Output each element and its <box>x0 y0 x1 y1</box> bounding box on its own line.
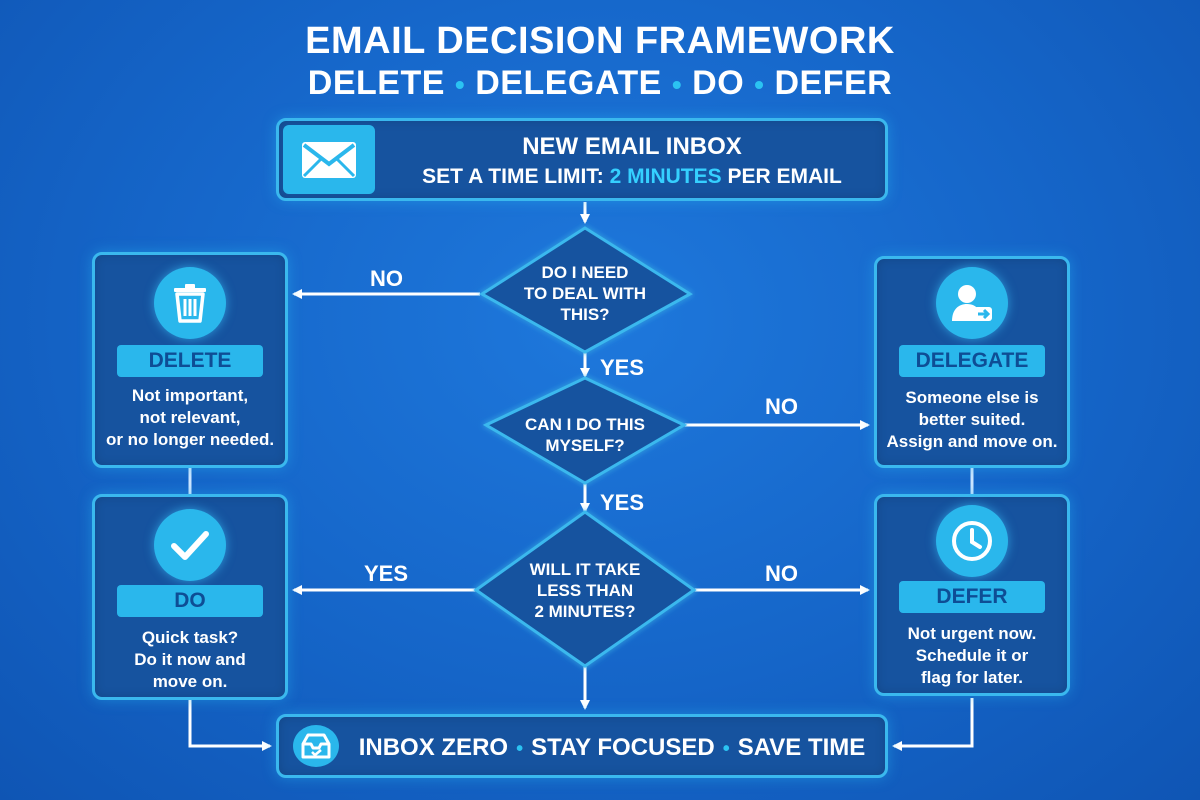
decision-3-line: 2 MINUTES? <box>534 602 636 621</box>
decision-1-line: THIS? <box>560 305 610 324</box>
delete-desc-line: or no longer needed. <box>105 430 275 449</box>
delegate-desc-line: Assign and move on. <box>886 432 1058 451</box>
subtitle-separator: • <box>754 69 765 100</box>
decision-1-line: DO I NEED <box>541 263 629 282</box>
delegate-desc-line: better suited. <box>918 410 1026 429</box>
delete-desc-line: Not important, <box>131 386 249 405</box>
label-q1-yes: YES <box>600 355 645 380</box>
label-q3-no: NO <box>765 561 798 586</box>
delete-label: DELETE <box>117 345 263 377</box>
delete-box: DELETE Not important, not relevant, or n… <box>92 252 288 468</box>
delegate-label: DELEGATE <box>899 345 1045 377</box>
subtitle-do: DO <box>692 64 745 102</box>
defer-box: DEFER Not urgent now. Schedule it or fla… <box>874 494 1070 696</box>
inbox-zero-footer: INBOX ZERO • STAY FOCUSED • SAVE TIME <box>276 714 888 778</box>
decision-3-line: WILL IT TAKE <box>529 560 641 579</box>
subtitle-delete: DELETE <box>307 64 445 102</box>
delete-desc-line: not relevant, <box>139 408 241 427</box>
label-q2-yes: YES <box>600 490 645 515</box>
delegate-desc-line: Someone else is <box>905 388 1039 407</box>
page-subtitle: DELETE • DELEGATE • DO • DEFER <box>0 64 1200 103</box>
label-q2-no: NO <box>765 394 798 419</box>
decision-2-line: MYSELF? <box>545 436 625 455</box>
do-box: DO Quick task? Do it now and move on. <box>92 494 288 700</box>
footer-item-save-time: SAVE TIME <box>737 734 866 761</box>
inbox-tray-icon <box>293 725 339 767</box>
label-q3-yes: YES <box>364 561 409 586</box>
subtitle-separator: • <box>454 69 466 100</box>
user-forward-icon <box>936 267 1008 339</box>
footer-separator: • <box>722 738 730 760</box>
subtitle-defer: DEFER <box>774 64 893 102</box>
time-limit-suffix: PER EMAIL <box>721 165 842 188</box>
new-email-inbox-box: NEW EMAIL INBOX SET A TIME LIMIT: 2 MINU… <box>276 118 888 201</box>
decision-2-line: CAN I DO THIS <box>525 415 645 434</box>
delegate-box: DELEGATE Someone else is better suited. … <box>874 256 1070 468</box>
connector-do-to-footer <box>188 698 272 751</box>
trash-icon <box>154 267 226 339</box>
defer-description: Not urgent now. Schedule it or flag for … <box>883 623 1061 689</box>
defer-desc-line: Schedule it or <box>915 646 1029 665</box>
delete-description: Not important, not relevant, or no longe… <box>101 385 279 451</box>
subtitle-separator: • <box>671 69 683 100</box>
decision-diamond-2 <box>482 376 688 485</box>
decision-1-text: DO I NEED TO DEAL WITH THIS? <box>505 262 665 325</box>
decision-diamond-3 <box>473 510 697 668</box>
label-q1-no: NO <box>370 266 403 291</box>
do-desc-line: Quick task? <box>141 628 239 647</box>
decision-2-text: CAN I DO THIS MYSELF? <box>505 414 665 456</box>
clock-icon <box>936 505 1008 577</box>
page-title: EMAIL DECISION FRAMEWORK <box>305 20 895 62</box>
decision-diamond-1 <box>479 226 693 354</box>
defer-desc-line: Not urgent now. <box>907 624 1037 643</box>
defer-desc-line: flag for later. <box>920 668 1024 687</box>
footer-text: INBOX ZERO • STAY FOCUSED • SAVE TIME <box>349 734 875 762</box>
connector-defer-to-footer <box>892 698 974 751</box>
time-limit-prefix: SET A TIME LIMIT: <box>422 165 610 188</box>
footer-separator: • <box>516 738 524 760</box>
do-desc-line: Do it now and <box>134 650 246 669</box>
do-description: Quick task? Do it now and move on. <box>101 627 279 693</box>
envelope-icon <box>283 125 375 194</box>
footer-item-inbox-zero: INBOX ZERO <box>358 734 509 761</box>
subtitle-delegate: DELEGATE <box>475 64 662 102</box>
do-desc-line: move on. <box>152 672 228 691</box>
delegate-description: Someone else is better suited. Assign an… <box>883 387 1061 453</box>
time-limit-highlight: 2 MINUTES <box>609 165 722 188</box>
defer-label: DEFER <box>899 581 1045 613</box>
inbox-title: NEW EMAIL INBOX <box>522 133 742 160</box>
checkmark-icon <box>154 509 226 581</box>
do-label: DO <box>117 585 263 617</box>
footer-item-stay-focused: STAY FOCUSED <box>531 734 715 761</box>
decision-1-line: TO DEAL WITH <box>523 284 647 303</box>
decision-3-text: WILL IT TAKE LESS THAN 2 MINUTES? <box>505 559 665 622</box>
decision-3-line: LESS THAN <box>536 581 634 600</box>
time-limit-text: SET A TIME LIMIT: 2 MINUTES PER EMAIL <box>379 165 885 189</box>
